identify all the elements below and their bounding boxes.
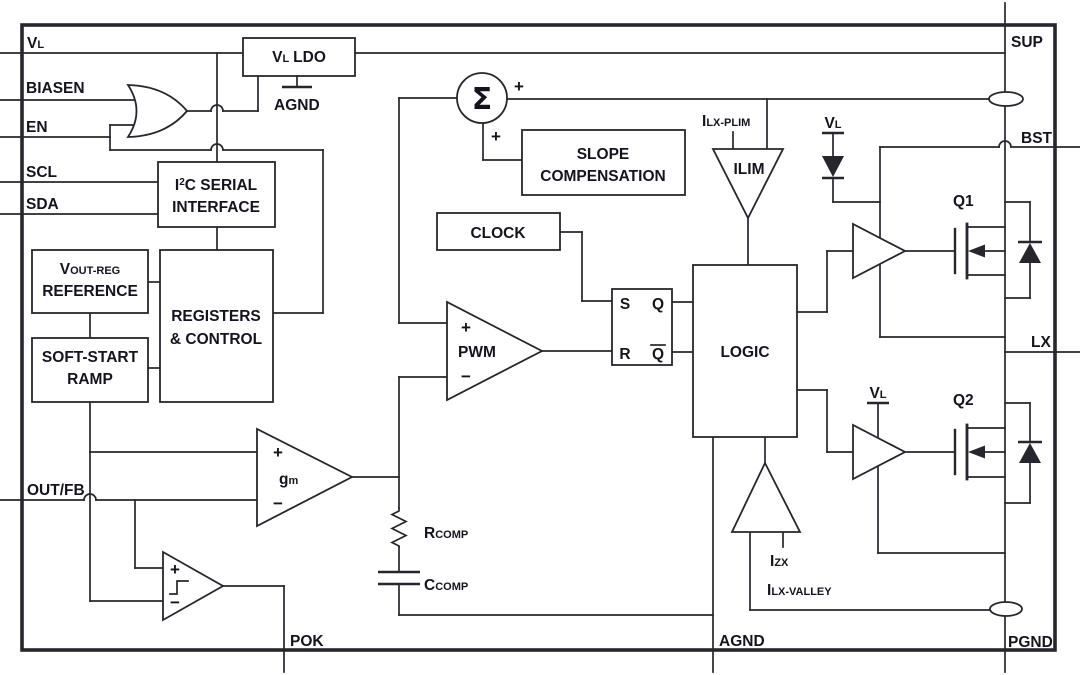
- rcomp-resistor-icon: [390, 507, 408, 548]
- pwm-minus: −: [461, 367, 471, 386]
- vl-boot-label: VL: [824, 115, 841, 132]
- clock-label: CLOCK: [470, 225, 526, 242]
- pin-pok-label: POK: [290, 633, 324, 650]
- pin-agnd-label: AGND: [719, 633, 765, 650]
- sum-plus-bottom: +: [491, 127, 501, 146]
- ilim-comparator-icon: ILIM ILX-PLIM: [702, 113, 785, 220]
- pin-en-label: EN: [26, 119, 48, 136]
- block-clock: [436, 212, 561, 251]
- q1-gate-driver-icon: [852, 222, 907, 280]
- pok-minus: −: [170, 593, 180, 612]
- sum-plus-top: +: [514, 77, 524, 96]
- vl-driver-label: VL: [869, 385, 886, 402]
- chip-outline: [20, 23, 1057, 652]
- pin-pgnd-label: PGND: [1008, 634, 1053, 651]
- pin-labels: VL BIASEN EN SCL SDA OUT/FB SUP BST LX P…: [26, 34, 1053, 651]
- pin-outfb-label: OUT/FB: [27, 482, 85, 499]
- slope-label-line1: SLOPE: [577, 146, 630, 163]
- block-i2c-interface: [157, 161, 276, 228]
- gm-minus: −: [273, 494, 283, 513]
- pok-plus: +: [170, 560, 180, 579]
- hysteresis-icon: [169, 580, 189, 595]
- summing-junction-icon: Σ + +: [456, 72, 524, 146]
- block-vl-ldo: [242, 37, 356, 77]
- soft-start-label-line1: SOFT-START: [42, 349, 139, 366]
- sigma-symbol: Σ: [472, 82, 493, 117]
- compensation-network: RCOMP CCOMP: [378, 507, 468, 616]
- q1-body-diode-icon: [1019, 243, 1041, 263]
- pin-sda-label: SDA: [26, 196, 59, 213]
- ilx-plim-label: ILX-PLIM: [702, 113, 750, 130]
- ilx-valley-label: ILX-VALLEY: [767, 582, 832, 599]
- pwm-plus: +: [461, 318, 471, 337]
- bootstrap-diode-icon: VL: [822, 115, 844, 180]
- ccomp-label: CCOMP: [424, 577, 468, 594]
- gm-label: gm: [279, 471, 298, 488]
- q1-mosfet-icon: [904, 201, 1042, 299]
- gm-amplifier-icon: + gm −: [256, 427, 354, 528]
- pin-vl-label: VL: [27, 35, 44, 52]
- pgnd-current-sense-icon: [989, 601, 1023, 617]
- q2-mosfet-icon: [904, 402, 1042, 504]
- ldo-gnd-label: AGND: [274, 97, 320, 114]
- latch-r-label: R: [619, 346, 630, 363]
- latch-q-label: Q: [652, 296, 664, 313]
- pin-sup-label: SUP: [1011, 34, 1043, 51]
- pin-lx-label: LX: [1031, 334, 1051, 351]
- q2-body-diode-icon: [1019, 443, 1041, 463]
- vref-label-line2: REFERENCE: [42, 283, 138, 300]
- block-vout-reg-reference: [31, 249, 149, 314]
- q2-label: Q2: [953, 392, 974, 409]
- latch-qbar-label: Q: [652, 346, 664, 363]
- pok-comparator-icon: + −: [162, 550, 225, 622]
- soft-start-label-line2: RAMP: [67, 371, 113, 388]
- registers-label-line2: & CONTROL: [170, 331, 262, 348]
- or-gate-icon: [126, 84, 189, 138]
- slope-label-line2: COMPENSATION: [540, 168, 665, 185]
- block-registers-control: [159, 249, 274, 403]
- pin-bst-label: BST: [1021, 130, 1053, 147]
- q2-gate-driver-icon: VL: [852, 385, 907, 481]
- rcomp-label: RCOMP: [424, 525, 468, 542]
- q1-label: Q1: [953, 193, 974, 210]
- logic-label: LOGIC: [720, 344, 769, 361]
- ilim-label: ILIM: [734, 161, 765, 178]
- pin-scl-label: SCL: [26, 164, 57, 181]
- block-sr-latch: [611, 288, 673, 366]
- pwm-comparator-icon: + PWM −: [446, 300, 544, 402]
- izx-label: IZX: [770, 553, 789, 570]
- i2c-label-line2: INTERFACE: [172, 199, 260, 216]
- pin-biasen-label: BIASEN: [26, 80, 85, 97]
- registers-label-line1: REGISTERS: [171, 308, 261, 325]
- i2c-label-line1: I2C SERIAL: [175, 177, 257, 194]
- block-logic: [692, 264, 798, 438]
- izx-comparator-icon: IZX ILX-VALLEY: [730, 460, 832, 599]
- latch-s-label: S: [620, 296, 630, 313]
- block-soft-start-ramp: [31, 337, 149, 403]
- vref-label-line1: VOUT-REG: [60, 261, 120, 278]
- block-slope-compensation: [521, 129, 686, 196]
- sup-current-sense-icon: [988, 91, 1024, 107]
- gm-plus: +: [273, 443, 283, 462]
- pwm-label: PWM: [458, 344, 496, 361]
